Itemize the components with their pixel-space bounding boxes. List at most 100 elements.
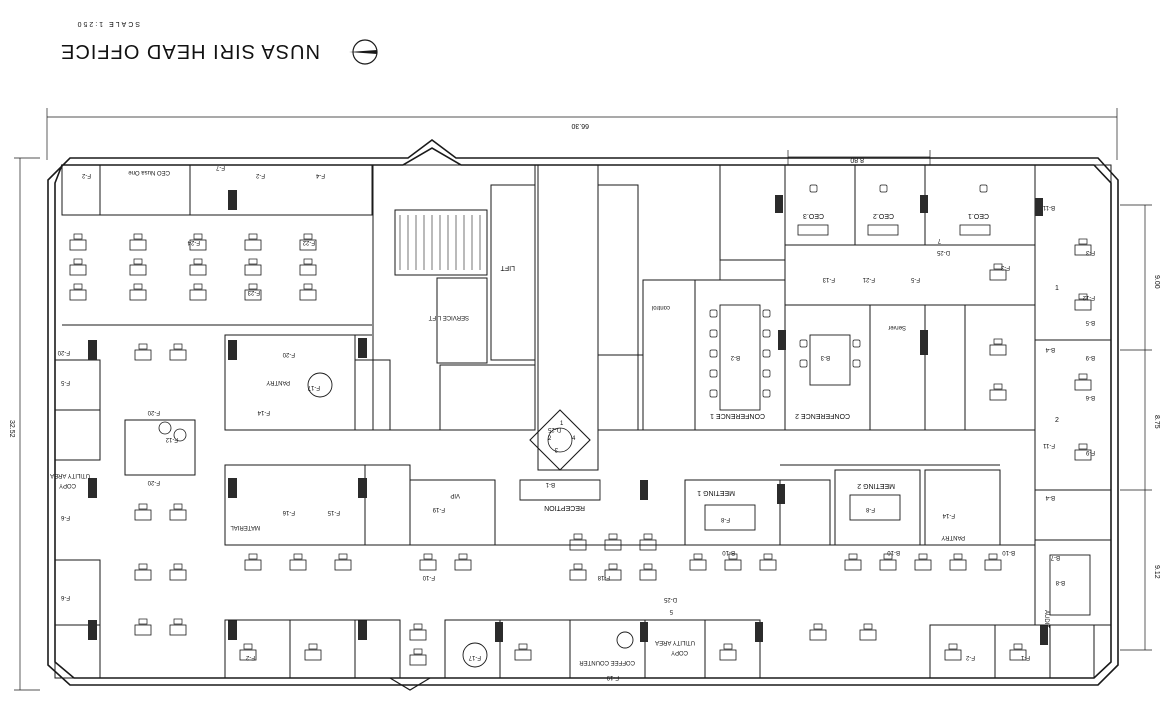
central-workstations (244, 480, 1002, 581)
code-d25-recep: D-25 (547, 426, 561, 432)
code-b11: B-11 (1042, 204, 1055, 210)
ceo3-label: CEO.3 (803, 212, 824, 219)
code-b2: B-2 (730, 354, 740, 360)
code-f2-b: F-2 (255, 172, 265, 178)
left-workstations (69, 190, 367, 640)
meeting-tables (704, 484, 901, 531)
code-f2-a: F-2 (81, 172, 91, 178)
title-block: NUSA SIRI HEAD OFFICE SCALE 1:250 (60, 20, 378, 65)
code-f5: F-5 (910, 276, 920, 282)
code-f22: F-22 (302, 239, 315, 245)
code-b5: B-5 (1085, 319, 1095, 325)
code-b1: B-1 (545, 481, 555, 487)
control-label: control (652, 304, 670, 310)
meeting1-label: MEETING 1 (697, 489, 735, 496)
dim-right-2: 8.75 (1153, 415, 1160, 429)
dim-right-3: 9.12 (1153, 565, 1160, 579)
code-f14-b: F-14 (942, 512, 955, 518)
code-f20-d: F-20 (147, 479, 160, 485)
code-f20-a: F-20 (57, 349, 70, 355)
code-b10-a: B-10 (722, 549, 735, 555)
code-f6-b: F-6 (60, 594, 70, 600)
dimension-lines (14, 108, 1152, 691)
reception-label: RECEPTION (544, 504, 585, 511)
conference-zone (642, 279, 966, 431)
scale-text: SCALE 1:250 (76, 20, 140, 27)
bottom-zone (224, 619, 1095, 679)
code-b10-b: B-10 (887, 549, 900, 555)
furniture-codes: F-2 F-7 F-2 F-4 F-20 F-20 F-20 F-20 F-12… (57, 164, 1095, 660)
num-1: 1 (560, 421, 564, 427)
code-f23: F-23 (247, 289, 260, 295)
code-b9: B-9 (1085, 354, 1095, 360)
vip-label: VIP (450, 492, 460, 498)
code-f8-a: F-8 (720, 516, 730, 522)
ceo-zone (719, 164, 1112, 341)
code-f21: F-21 (862, 276, 875, 282)
num-7: 7 (937, 237, 941, 243)
code-b8: B-8 (1055, 579, 1065, 585)
code-f16: F-16 (282, 509, 295, 515)
pantry-label: PANTRY (266, 379, 290, 385)
code-f5-b: F-5 (60, 379, 70, 385)
num-2: 2 (548, 436, 552, 442)
code-f12-b: F-12 (1082, 294, 1095, 300)
dim-right-1: 9.00 (1153, 275, 1160, 289)
code-f17-b: F-17 (468, 654, 481, 660)
right-furniture (989, 238, 1092, 616)
zone-num-1: 1 (1055, 285, 1059, 292)
code-f1: F-1 (1020, 654, 1030, 660)
server-label: Server (888, 324, 906, 330)
num-4: 4 (572, 436, 576, 442)
code-f14-a: F-14 (257, 409, 270, 415)
ceo1-label: CEO.1 (968, 212, 989, 219)
conference2-label: CONFERENCE 2 (795, 412, 850, 419)
coffee-label: COFFEE COUNTER (579, 659, 635, 665)
company-logo-icon (349, 39, 378, 65)
building-outline (47, 139, 1119, 686)
dim-top: 8.80 (850, 156, 864, 163)
code-f3-b: F-3 (1000, 264, 1010, 270)
code-f20-c: F-20 (147, 409, 160, 415)
pantry2-label: PANTRY (941, 534, 965, 540)
conference1-label: CONFERENCE 1 (710, 412, 765, 419)
right-zone (924, 339, 1112, 626)
code-f12: F-12 (165, 436, 178, 442)
num-3: 3 (554, 446, 558, 452)
lift-label-2: SERVICE LIFT (428, 314, 469, 320)
code-b3: B-3 (820, 354, 830, 360)
code-f13: F-13 (822, 276, 835, 282)
code-f19-b: F-19 (432, 506, 445, 512)
dim-width: 66.30 (571, 122, 589, 129)
code-b6: B-6 (1085, 394, 1095, 400)
code-b10-c: B-10 (1002, 549, 1015, 555)
meeting-zone (684, 469, 921, 546)
bottom-furniture (239, 622, 1048, 668)
code-d25-b: D-25 (663, 596, 677, 602)
dim-height: 32.52 (8, 420, 15, 438)
meeting2-label: MEETING 2 (857, 482, 895, 489)
code-f2-d: F-2 (965, 654, 975, 660)
utility-label-1: UTILITY AREA (50, 472, 90, 478)
conference-tables (709, 304, 928, 411)
ceo-desks (775, 184, 1043, 236)
copy-label-1: COPY (59, 482, 76, 488)
ceo2-label: CEO.2 (873, 212, 894, 219)
code-f17-a: F-17 (307, 384, 320, 390)
code-f20-b: F-20 (282, 351, 295, 357)
code-f18: F-18 (597, 574, 610, 580)
code-b7: B-7 (1050, 554, 1060, 560)
utility-label-2: UTILITY AREA (655, 639, 695, 645)
zone-num-2: 2 (1055, 417, 1059, 424)
code-f11: F-11 (1042, 442, 1055, 448)
ceo-nusa-label: CEO Nusa One (128, 169, 170, 175)
partitions (62, 165, 1111, 626)
bottom-bump (389, 677, 431, 691)
code-f6: F-6 (60, 514, 70, 520)
code-f4-a: F-4 (315, 172, 325, 178)
code-b4-a: B-4 (1045, 346, 1055, 352)
code-f19: F-19 (606, 674, 619, 680)
code-f15: F-15 (327, 509, 340, 515)
left-zone (54, 164, 496, 679)
